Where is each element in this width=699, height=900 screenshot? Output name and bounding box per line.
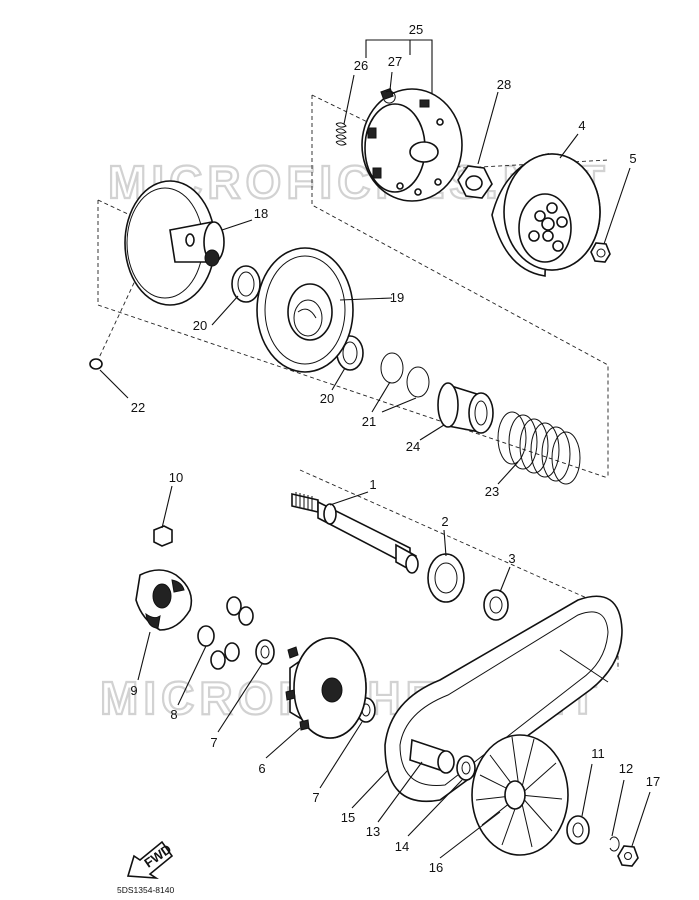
part-nut <box>457 165 493 199</box>
part-bearing <box>427 553 465 603</box>
part-primary-fixed-sheave <box>471 734 569 856</box>
callout-c11: 11 <box>591 746 605 761</box>
callout-c7a: 7 <box>210 735 217 750</box>
callout-c1: 1 <box>369 477 376 492</box>
part-clip <box>383 90 396 104</box>
part-collar-upper <box>255 639 275 665</box>
part-dowel-pin <box>89 358 103 370</box>
callout-c5: 5 <box>629 151 636 166</box>
callout-c3: 3 <box>508 551 515 566</box>
callout-c7b: 7 <box>312 790 319 805</box>
part-o-rings <box>380 352 430 398</box>
callout-c26: 26 <box>354 58 368 73</box>
callout-c19: 19 <box>390 290 404 305</box>
callout-c23: 23 <box>485 484 499 499</box>
diagram-code: 5DS1354-8140 <box>117 885 174 895</box>
callout-c13: 13 <box>366 824 380 839</box>
callout-c22: 22 <box>131 400 145 415</box>
part-nut-end <box>617 845 639 867</box>
callout-c16: 16 <box>429 860 443 875</box>
part-clutch-housing <box>491 152 601 277</box>
part-primary-sliding-sheave <box>285 637 367 739</box>
callout-c10: 10 <box>169 470 183 485</box>
part-spacer <box>566 815 590 845</box>
part-primary-shaft <box>291 492 419 574</box>
part-slider <box>153 525 173 547</box>
part-oil-seal-upper <box>231 265 261 303</box>
callout-c4: 4 <box>578 118 585 133</box>
part-lock-clip <box>609 836 620 852</box>
callout-c25: 25 <box>409 22 423 37</box>
callout-c18: 18 <box>254 206 268 221</box>
part-clutch-carrier <box>361 87 463 202</box>
part-cam <box>135 569 193 631</box>
part-compression-spring <box>497 411 581 485</box>
callout-c15: 15 <box>341 810 355 825</box>
callout-c20b: 20 <box>320 391 334 406</box>
callout-c14: 14 <box>395 839 409 854</box>
part-washer <box>456 755 476 781</box>
callout-c28: 28 <box>497 77 511 92</box>
part-spring-seat <box>437 382 494 434</box>
callout-c21: 21 <box>362 414 376 429</box>
callout-c2: 2 <box>441 514 448 529</box>
callout-c9: 9 <box>130 683 137 698</box>
part-secondary-fixed-sheave <box>124 180 225 306</box>
callout-c17: 17 <box>646 774 660 789</box>
fwd-arrow-icon: FWD <box>126 840 174 880</box>
part-primary-collar <box>409 738 455 774</box>
callout-c6: 6 <box>258 761 265 776</box>
part-weight-rollers <box>197 596 254 670</box>
part-nut-small <box>590 242 611 263</box>
part-secondary-sliding-sheave <box>256 247 354 373</box>
part-collar <box>483 589 509 621</box>
callout-c12: 12 <box>619 761 633 776</box>
callout-c8: 8 <box>170 707 177 722</box>
part-clutch-spring <box>335 122 347 146</box>
callout-c20a: 20 <box>193 318 207 333</box>
callout-c24: 24 <box>406 439 420 454</box>
callout-c27: 27 <box>388 54 402 69</box>
leader-lines <box>99 39 651 859</box>
